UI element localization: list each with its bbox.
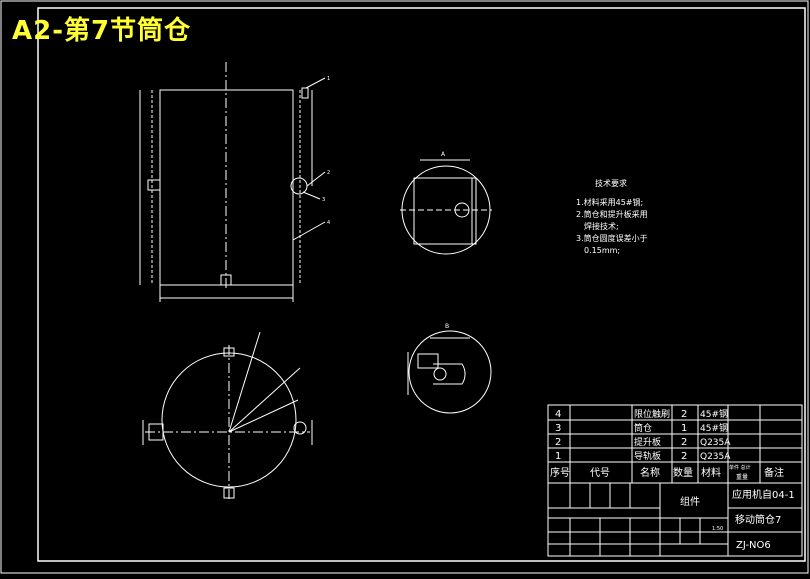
bom-mat-3: 45#钢 <box>700 422 728 434</box>
leader-1 <box>305 77 326 89</box>
section-a-label: A <box>441 151 446 158</box>
org-label: 应用机自04-1 <box>732 488 795 501</box>
section-b-label: B <box>445 323 449 330</box>
section-a-plate <box>413 177 477 245</box>
bom-qty-1: 2 <box>681 451 687 462</box>
tech-line-3: 焊接技术; <box>584 221 619 231</box>
tech-line-2: 2.筒仓和提升板采用 <box>576 209 648 219</box>
bom-rows: 4 限位触刷 2 45#钢 3 筒仓 1 45#钢 2 提升板 2 Q235A … <box>550 408 784 481</box>
left-guide <box>148 423 164 441</box>
tech-line-5: 0.15mm; <box>584 246 620 255</box>
bom-mat-1: Q235A <box>700 452 731 462</box>
bom-mat-4: 45#钢 <box>700 408 728 420</box>
bom-header-weight: 单件 总计 <box>729 464 751 471</box>
leader-4 <box>292 221 326 241</box>
bom-header-no: 序号 <box>550 466 570 479</box>
left-lug <box>147 179 161 191</box>
bom-no-1: 1 <box>555 451 561 462</box>
bom-qty-4: 2 <box>681 409 687 420</box>
right-ring <box>293 421 307 435</box>
section-b-hole <box>433 367 447 381</box>
section-b-circle <box>408 330 492 414</box>
part-name: 移动筒仓7 <box>735 513 781 526</box>
bom-name-3: 筒仓 <box>634 422 652 434</box>
bom-name-1: 导轨板 <box>634 450 661 462</box>
bom-header-name: 名称 <box>640 466 660 479</box>
bom-table <box>547 404 803 484</box>
bom-header-weight-sub: 重量 <box>736 473 748 481</box>
bom-name-4: 限位触刷 <box>634 408 670 420</box>
tech-heading: 技术要求 <box>595 178 627 188</box>
drawing-border <box>37 7 806 562</box>
bom-header-material: 材料 <box>701 466 721 479</box>
bom-no-2: 2 <box>555 437 561 448</box>
bottom-top-lug <box>223 487 235 499</box>
front-view <box>139 62 326 302</box>
bom-qty-3: 1 <box>681 423 687 434</box>
bom-no-4: 4 <box>555 409 561 420</box>
drawing-number: ZJ-NO6 <box>736 540 771 551</box>
top-view <box>142 331 313 500</box>
title-block <box>547 482 803 557</box>
limit-stop <box>301 87 309 99</box>
bom-qty-2: 2 <box>681 437 687 448</box>
top-lug <box>223 347 235 357</box>
tech-line-4: 3.筒仓圆度误差小于 <box>576 233 648 243</box>
drawing-title: A2-第7节筒仓 <box>12 16 192 46</box>
callout-2: 2 <box>327 170 330 176</box>
section-a <box>400 159 492 255</box>
assembly-label: 组件 <box>680 495 700 508</box>
bom-name-2: 提升板 <box>634 436 661 448</box>
tech-line-1: 1.材料采用45#钢; <box>576 197 643 207</box>
callout-3: 3 <box>322 197 325 203</box>
bom-header-remark: 备注 <box>764 466 784 479</box>
title-block-text: 组件 应用机自04-1 移动筒仓7 ZJ-NO6 1:50 <box>680 488 795 551</box>
tech-requirements: 技术要求 1.材料采用45#钢; 2.筒仓和提升板采用 焊接技术; 3.筒仓圆度… <box>576 178 648 255</box>
bom-no-3: 3 <box>555 423 561 434</box>
bom-mat-2: Q235A <box>700 438 731 448</box>
section-b <box>407 330 492 414</box>
scale-value: 1:50 <box>712 526 723 532</box>
section-b-slot <box>433 363 466 385</box>
bom-header-code: 代号 <box>590 467 610 479</box>
leader-2 <box>306 171 326 187</box>
callout-1: 1 <box>327 76 330 82</box>
bom-header-qty: 数量 <box>673 466 693 479</box>
callout-4: 4 <box>327 220 330 226</box>
leader-3 <box>302 191 321 200</box>
bottom-lug <box>220 274 232 286</box>
